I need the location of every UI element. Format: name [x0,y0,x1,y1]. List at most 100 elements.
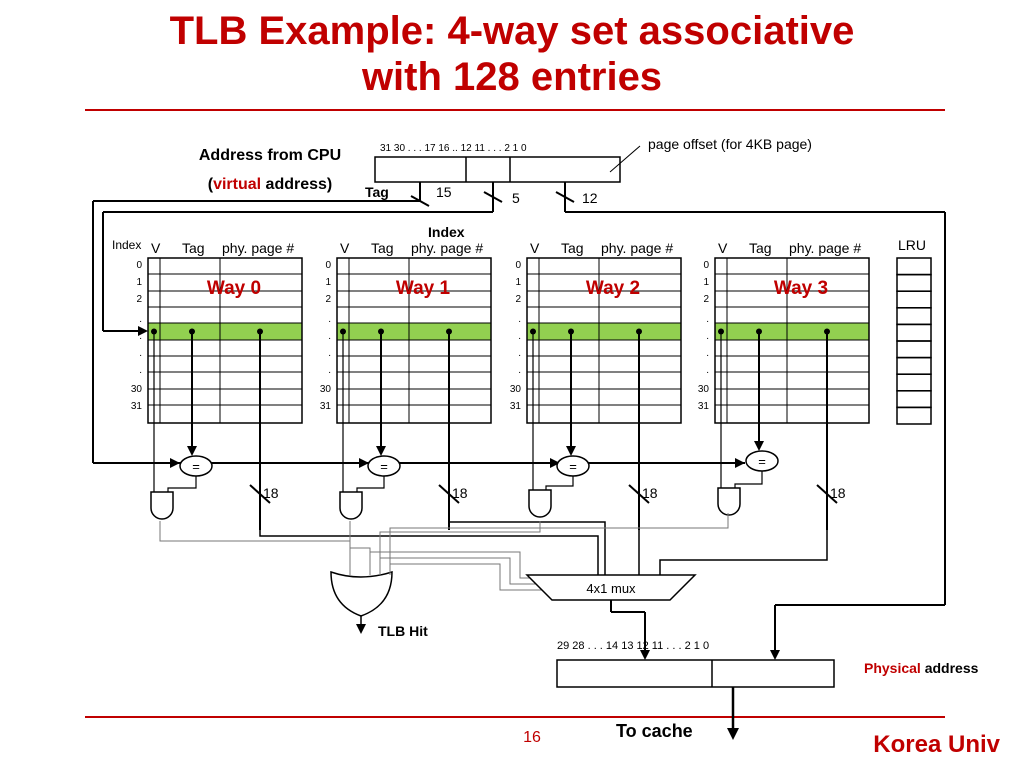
row-label: . [328,348,331,359]
way-name: Way 0 [207,278,261,299]
row-label: 30 [320,384,332,395]
tlb-ways: V Tag phy. page # Way 0 V Tag phy. page # Way 1… [147,240,870,424]
way-logic-2: = 18 [528,331,658,530]
row-label: 30 [131,384,143,395]
phy-page-header: phy. page # [601,240,673,256]
mux-4x1 [525,574,697,601]
valid-header: V [530,240,540,256]
physical-address-register [556,659,835,688]
row-label: 2 [136,294,142,305]
row-label: . [328,331,331,342]
lru-label: LRU [898,237,926,253]
way-0: V Tag phy. page # Way 0 [147,240,303,424]
page-number: 16 [523,729,541,746]
svg-text:=: = [192,459,200,474]
row-label: 31 [510,401,522,412]
phy-bus-width: 18 [263,485,279,501]
lru-cell [896,390,932,409]
slide-title-line2: with 128 entries [361,55,663,99]
row-labels: 012....3031012....3031012....3031012....… [131,260,710,412]
comparison-logic: = 18 = 18 = 18 = 18 [150,331,846,575]
row-label: 2 [703,294,709,305]
and-gate [717,487,741,516]
phy-bus-width: 18 [642,485,658,501]
way-name: Way 2 [586,278,640,299]
valid-header: V [151,240,161,256]
svg-text:=: = [569,459,577,474]
phy-page-header: phy. page # [222,240,294,256]
selected-set-row [527,323,681,340]
tlb-hit-label: TLB Hit [378,623,428,639]
lru-cell [896,340,932,359]
tag-label: Tag [365,184,389,200]
or-gate [330,570,393,617]
index-bits: 5 [512,190,520,206]
tag-header: Tag [749,240,772,256]
valid-header: V [718,240,728,256]
lru-cell [896,323,932,342]
offset-bits: 12 [582,190,598,206]
row-label: 31 [320,401,332,412]
tag-header: Tag [182,240,205,256]
row-label: . [706,348,709,359]
lru-cell [896,257,932,276]
row-label: . [518,331,521,342]
lru-cell [896,356,932,375]
row-label: . [518,348,521,359]
phy-page-header: phy. page # [411,240,483,256]
row-label: 2 [515,294,521,305]
row-label: . [139,348,142,359]
phy-bus-width: 18 [452,485,468,501]
row-label: . [328,365,331,376]
row-label: 0 [703,260,709,271]
row-label: 0 [136,260,142,271]
row-label: 1 [136,277,142,288]
tag-header: Tag [561,240,584,256]
selected-set-row [715,323,869,340]
row-label: 0 [515,260,521,271]
row-label: . [328,314,331,325]
svg-text:=: = [758,454,766,469]
virtual-bit-labels: 31 30 . . . 17 16 .. 12 11 . . . 2 1 0 [380,143,527,154]
row-label: . [706,365,709,376]
selected-set-row [337,323,491,340]
selected-set-row [148,323,302,340]
index-column-header: Index [112,238,141,252]
row-label: 1 [703,277,709,288]
slide-title-line1: TLB Example: 4-way set associative [169,9,855,53]
phy-bus-width: 18 [830,485,846,501]
lru-cell [896,406,932,425]
and-gate [150,491,174,520]
address-label: Address from CPU [199,147,341,164]
lru-cell [896,273,932,292]
physical-address-label: Physical address [864,660,979,676]
valid-header: V [340,240,350,256]
lru-cell [896,307,932,326]
to-cache-label: To cache [616,721,693,741]
way-logic-0: = 18 [150,331,279,530]
phy-page-header: phy. page # [789,240,861,256]
way-name: Way 1 [396,278,451,299]
row-label: 31 [131,401,143,412]
way-2: V Tag phy. page # Way 2 [526,240,682,424]
physical-bit-labels: 29 28 . . . 14 13 12 11 . . . 2 1 0 [557,640,709,652]
page-offset-note: page offset (for 4KB page) [648,136,812,152]
lru-cell [896,373,932,392]
row-label: 30 [698,384,710,395]
row-label: . [139,331,142,342]
mux-label: 4x1 mux [586,581,636,596]
lru-cell [896,290,932,309]
footer-brand: Korea Univ [873,731,1000,758]
row-label: . [706,314,709,325]
svg-text:=: = [380,459,388,474]
lru-column [896,257,932,425]
row-label: 1 [325,277,331,288]
row-label: 30 [510,384,522,395]
virtual-address-register [374,156,621,183]
index-label: Index [428,224,465,240]
row-label: 2 [325,294,331,305]
row-label: 1 [515,277,521,288]
tag-bits: 15 [436,184,452,200]
